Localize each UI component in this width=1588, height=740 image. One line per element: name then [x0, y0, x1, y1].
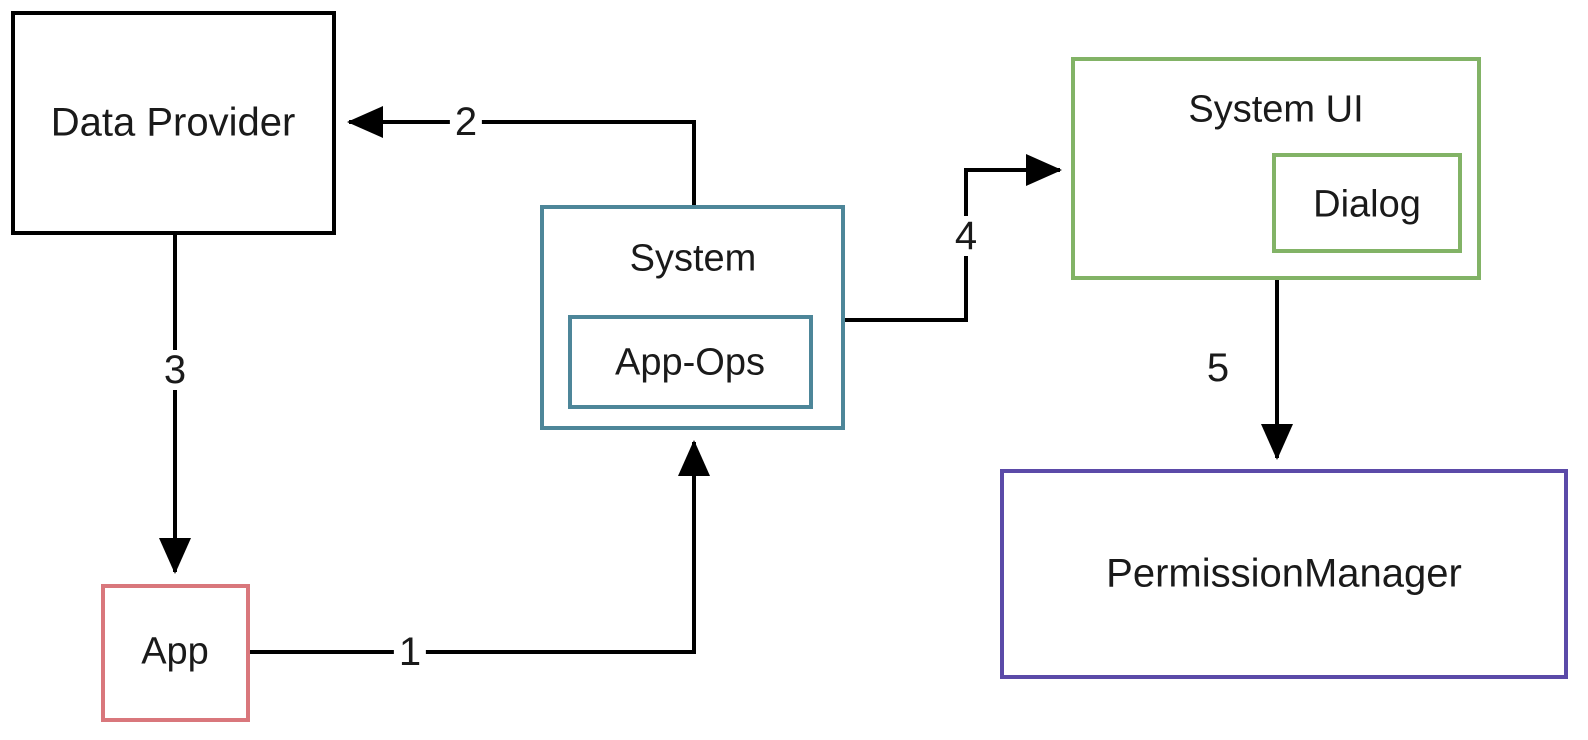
edge-label-5: 5 — [1201, 348, 1235, 388]
edge-2[interactable] — [347, 106, 696, 205]
node-label-data-provider: Data Provider — [50, 100, 296, 145]
node-label-system-ui: System UI — [1188, 88, 1364, 131]
node-label-permission-manager: PermissionManager — [1106, 551, 1462, 596]
edge-label-2: 2 — [449, 102, 483, 142]
node-label-app-ops: App-Ops — [615, 341, 765, 384]
node-dialog[interactable] — [1272, 153, 1462, 253]
node-app[interactable] — [101, 584, 250, 722]
edge-label-4: 4 — [949, 216, 983, 256]
node-label-dialog: Dialog — [1313, 183, 1421, 226]
edge-label-1: 1 — [393, 632, 427, 672]
node-app-ops[interactable] — [568, 315, 813, 409]
node-label-system: System — [629, 237, 757, 280]
node-permission-manager[interactable] — [1000, 469, 1568, 679]
edge-label-3: 3 — [158, 350, 192, 390]
node-data-provider[interactable] — [11, 11, 336, 235]
edge-1[interactable] — [250, 440, 710, 654]
node-label-app: App — [141, 630, 209, 673]
